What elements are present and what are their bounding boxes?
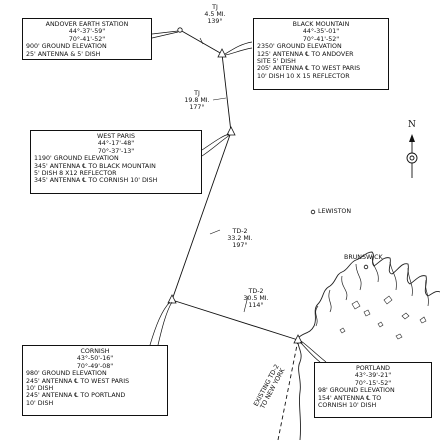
- link-label-tj-top: TJ 4.5 MI. 139°: [200, 4, 230, 26]
- cornish-line-5: 10' DISH: [26, 399, 54, 407]
- cornish-lon: 70°-49'-08": [76, 362, 114, 370]
- north-arrow-head: [409, 134, 415, 142]
- lewiston-label: LEWISTON: [318, 208, 352, 215]
- portland-line-1: 98' GROUND ELEVATION: [318, 387, 395, 395]
- west-paris-line-1: 1190' GROUND ELEVATION: [34, 155, 119, 163]
- west-paris-box: WEST PARIS 44°-17'-48" 70°-37'-13" 1190'…: [30, 130, 202, 194]
- leader-west-paris: [201, 133, 231, 157]
- andover-lat: 44°-37'-59": [68, 28, 106, 36]
- black-mountain-box: BLACK MOUNTAIN 44°-35'-01" 70°-41'-52" 2…: [253, 18, 389, 90]
- west-paris-lon: 70°-37'-13": [97, 147, 135, 155]
- black-mountain-line-4: 205' ANTENNA ℄ TO WEST PARIS: [257, 65, 361, 73]
- leader-andover: [151, 30, 179, 39]
- portland-lat: 43°-39'-21": [354, 372, 392, 380]
- tick-tj-top: [199, 37, 204, 45]
- black-mountain-line-3: SITE 5' DISH: [257, 58, 296, 66]
- west-paris-line-4: 345' ANTENNA ℄ TO CORNISH 10' DISH: [34, 177, 158, 185]
- west-paris-name: WEST PARIS: [97, 133, 135, 140]
- coast-inlets: [315, 255, 429, 327]
- cornish-box: CORNISH 43°-50'-16" 70°-49'-08" 980' GRO…: [22, 345, 168, 416]
- tj-mid-dist: 19.8 MI.: [184, 97, 210, 105]
- portland-line-2: 154' ANTENNA ℄ TO: [318, 394, 382, 402]
- portland-box: PORTLAND 43°-39'-21" 70°-15'-52" 98' GRO…: [314, 362, 432, 418]
- existing-td2-line: [277, 339, 299, 440]
- cornish-name: CORNISH: [80, 348, 110, 355]
- north-arrow-center: [409, 155, 415, 161]
- td2-low-type: TD-2: [248, 288, 264, 295]
- black-mountain-line-5: 10' DISH 10 X 15 REFLECTOR: [257, 72, 350, 80]
- black-mountain-line-1: 2350' GROUND ELEVATION: [257, 43, 342, 51]
- marker-cornish: [167, 294, 177, 304]
- brunswick-dot: [363, 264, 369, 270]
- marker-andover: [177, 27, 183, 33]
- andover-line-2: 25' ANTENNA & 5' DISH: [26, 50, 101, 58]
- andover-station-box: ANDOVER EARTH STATION 44°-37'-59" 70°-41…: [22, 18, 152, 60]
- td2-mid-bearing: 197°: [232, 242, 248, 250]
- cornish-line-4: 245' ANTENNA ℄ TO PORTLAND: [26, 392, 126, 400]
- td2-mid-dist: 33.2 MI.: [227, 235, 253, 243]
- west-paris-line-2: 345' ANTENNA ℄ TO BLACK MOUNTAIN: [34, 162, 156, 170]
- lewiston-dot: [310, 209, 316, 215]
- west-paris-lat: 44°-17'-48": [97, 140, 135, 148]
- leader-cornish: [149, 301, 173, 346]
- black-mountain-lat: 44°-35'-01": [302, 28, 340, 36]
- td2-mid-type: TD-2: [232, 228, 248, 235]
- black-mountain-lon: 70°-41'-52": [302, 35, 340, 43]
- tj-mid-type: TJ: [194, 90, 200, 97]
- marker-black-mountain: [217, 48, 227, 58]
- north-label: N: [408, 120, 416, 130]
- leader-black-mountain: [224, 41, 253, 56]
- marker-west-paris: [226, 126, 236, 136]
- cornish-line-3: 10' DISH: [26, 385, 54, 393]
- link-label-tj-mid: TJ 19.8 MI. 177°: [180, 90, 214, 112]
- td2-low-bearing: 114°: [248, 302, 264, 310]
- islands: [339, 295, 427, 340]
- cornish-lat: 43°-50'-16": [76, 355, 114, 363]
- black-mountain-name: BLACK MOUNTAIN: [292, 21, 350, 28]
- portland-lon: 70°-15'-52": [354, 379, 392, 387]
- portland-name: PORTLAND: [355, 365, 391, 372]
- tj-mid-bearing: 177°: [189, 104, 205, 112]
- marker-portland: [293, 334, 303, 344]
- black-mountain-line-2: 125' ANTENNA ℄ TO ANDOVER: [257, 50, 354, 58]
- portland-line-3: CORNISH 10' DISH: [318, 402, 377, 410]
- andover-line-1: 900' GROUND ELEVATION: [26, 43, 107, 51]
- andover-lon: 70°-41'-52": [68, 35, 106, 43]
- cornish-line-1: 980' GROUND ELEVATION: [26, 370, 107, 378]
- tj-top-dist: 4.5 MI.: [204, 11, 226, 19]
- td2-low-dist: 30.5 MI.: [243, 295, 269, 303]
- brunswick-label: BRUNSWICK: [344, 254, 383, 261]
- andover-name: ANDOVER EARTH STATION: [45, 21, 129, 28]
- tick-tj-mid: [212, 97, 227, 101]
- tj-top-type: TJ: [212, 4, 218, 11]
- link-label-td2-low: TD-2 30.5 MI. 114°: [236, 288, 276, 310]
- tj-top-bearing: 139°: [207, 18, 223, 26]
- west-paris-line-3: 5' DISH 8 X12 REFLECTOR: [34, 170, 117, 178]
- link-label-td2-mid: TD-2 33.2 MI. 197°: [220, 228, 260, 250]
- leader-portland: [299, 340, 327, 363]
- tick-td2-mid: [209, 229, 221, 235]
- tick-td2-low: [243, 295, 249, 313]
- cornish-line-2: 245' ANTENNA ℄ TO WEST PARIS: [26, 377, 130, 385]
